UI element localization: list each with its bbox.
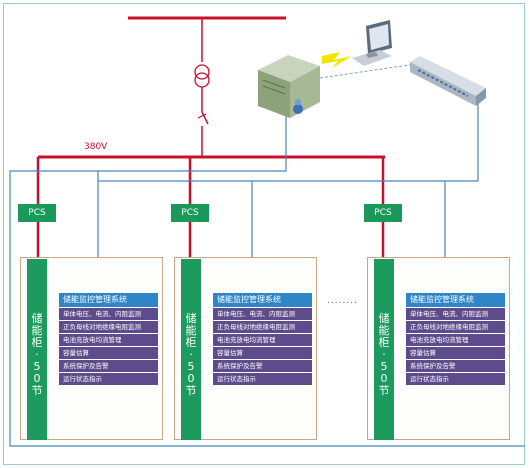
computer-icon	[352, 20, 392, 66]
function-item: 系统保护及告警	[406, 360, 505, 372]
server-icon	[258, 55, 320, 118]
system-title: 储能监控管理系统	[213, 293, 312, 307]
function-item: 运行状态指示	[59, 373, 158, 385]
function-item: 正负母线对地绝缘电阻监测	[59, 321, 158, 333]
pcs-box-3: PCS	[364, 204, 402, 222]
comm-network	[9, 103, 525, 447]
wireless-signal-icon	[322, 52, 352, 68]
diagram-frame	[3, 3, 525, 465]
function-item: 运行状态指示	[213, 373, 312, 385]
system-title: 储能监控管理系统	[406, 293, 505, 307]
pcs-box-2: PCS	[171, 204, 209, 222]
function-item: 容量估算	[213, 347, 312, 359]
function-item: 正负母线对地绝缘电阻监测	[406, 321, 505, 333]
function-item: 电池充放电均流管理	[213, 334, 312, 346]
transformer-icon	[194, 64, 210, 88]
function-item: 系统保护及告警	[59, 360, 158, 372]
function-item: 容量估算	[406, 347, 505, 359]
function-item: 容量估算	[59, 347, 158, 359]
monitoring-system-panel: 储能监控管理系统 单体电压、电流、内阻监测 正负母线对地绝缘电阻监测 电池充放电…	[406, 293, 505, 385]
function-item: 单体电压、电流、内阻监测	[213, 308, 312, 320]
network-switch-icon	[410, 56, 486, 106]
pcs-box-1: PCS	[18, 204, 56, 222]
voltage-label: 380V	[84, 142, 108, 152]
function-item: 单体电压、电流、内阻监测	[406, 308, 505, 320]
function-item: 单体电压、电流、内阻监测	[59, 308, 158, 320]
monitoring-system-panel: 储能监控管理系统 单体电压、电流、内阻监测 正负母线对地绝缘电阻监测 电池充放电…	[59, 293, 158, 385]
network-link	[319, 63, 417, 79]
function-item: 运行状态指示	[406, 373, 505, 385]
function-item: 系统保护及告警	[213, 360, 312, 372]
system-title: 储能监控管理系统	[59, 293, 158, 307]
function-item: 正负母线对地绝缘电阻监测	[213, 321, 312, 333]
breaker-switch-icon	[197, 111, 209, 125]
function-item: 电池充放电均流管理	[406, 334, 505, 346]
function-item: 电池充放电均流管理	[59, 334, 158, 346]
more-cabinets-ellipsis: ........	[327, 296, 358, 306]
monitoring-system-panel: 储能监控管理系统 单体电压、电流、内阻监测 正负母线对地绝缘电阻监测 电池充放电…	[213, 293, 312, 385]
